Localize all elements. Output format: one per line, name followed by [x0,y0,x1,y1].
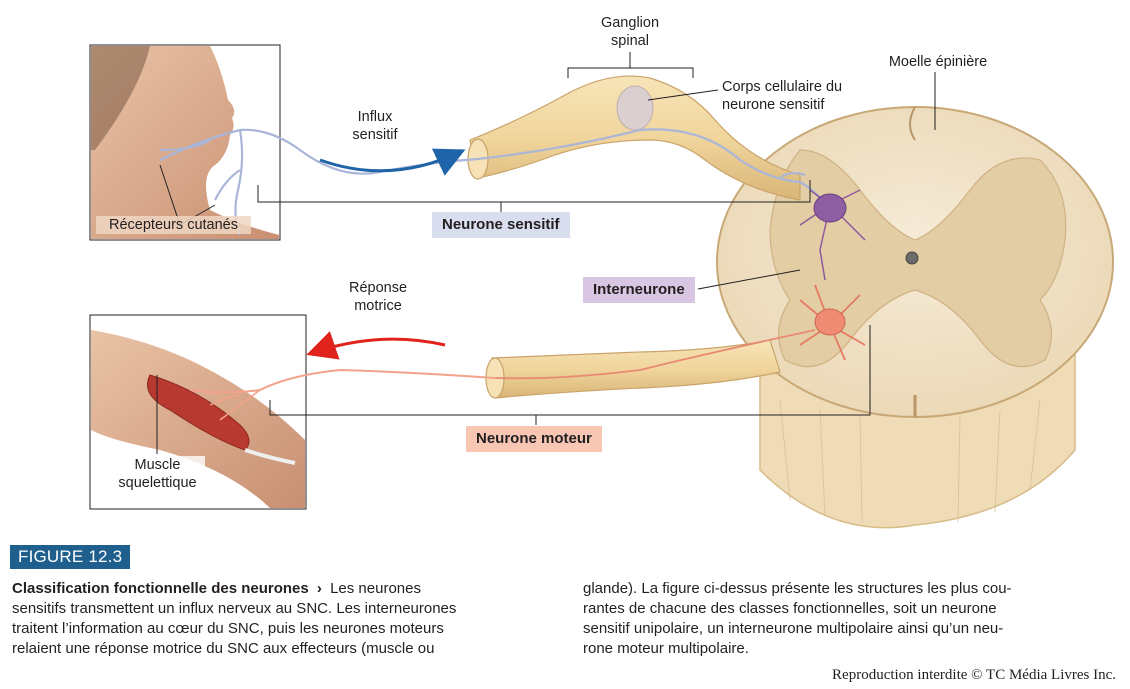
influx-arrow [319,148,466,176]
reponse-label-line2: motrice [354,298,402,314]
recepteurs-label: Récepteurs cutanés [96,216,251,234]
corps-label-line1: Corps cellulaire du [722,79,843,95]
reponse-label: Réponse motrice [338,279,418,315]
caption-text-1: Les neurones [330,580,421,597]
corps-label-line2: neurone sensitif [722,97,825,113]
caption-line-3: traitent l’information au cœur du SNC, p… [12,620,444,637]
influx-label-line1: Influx [357,109,393,125]
caption-line-2: sensitifs transmettent un influx nerveux… [12,600,457,617]
neurone-moteur-tag: Neurone moteur [466,426,602,452]
copyright-notice: Reproduction interdite © TC Média Livres… [832,667,1116,683]
influx-label-line2: sensitif [352,127,398,143]
caption2-line-3: sensitif unipolaire, un interneurone mul… [583,620,1004,637]
caption-line-1: Classification fonctionnelle des neurone… [12,579,552,599]
figure-badge: FIGURE 12.3 [10,545,131,569]
ganglion-label: Ganglion spinal [590,14,670,50]
motor-neuron [189,284,866,421]
spinal-cord [716,106,1114,529]
influx-label: Influx sensitif [340,108,410,144]
leader-lines [156,52,936,454]
caption-column-1: Classification fonctionnelle des neurone… [12,579,552,659]
interneuron [799,189,866,281]
caption-title: Classification fonctionnelle des neurone… [12,580,309,597]
reponse-arrow [306,331,446,360]
muscle-label: Muscle squelettique [110,456,205,492]
caption2-line-4: rone moteur multipolaire. [583,640,749,657]
interneurone-tag: Interneurone [583,277,695,303]
caption-arrow: › [316,580,322,597]
corps-cellulaire-label: Corps cellulaire du neurone sensitif [722,78,882,114]
reponse-label-line1: Réponse [348,280,408,296]
sensory-neuron [159,128,826,236]
moelle-label: Moelle épinière [888,54,988,70]
ganglion-label-line2: spinal [611,33,649,49]
muscle-label-line1: Muscle [134,457,181,473]
face-inset [89,44,281,241]
ganglion-label-line1: Ganglion [600,15,660,31]
muscle-label-line2: squelettique [118,475,197,491]
neurone-sensitif-tag: Neurone sensitif [432,212,570,238]
caption-line-4: relaient une réponse motrice du SNC aux … [12,640,435,657]
caption-column-2: glande). La figure ci-dessus présente le… [583,579,1113,659]
caption2-line-2: rantes de chacune des classes fonctionne… [583,600,997,617]
ventral-root-nerve [485,339,781,399]
caption2-line-1: glande). La figure ci-dessus présente le… [583,580,1012,597]
